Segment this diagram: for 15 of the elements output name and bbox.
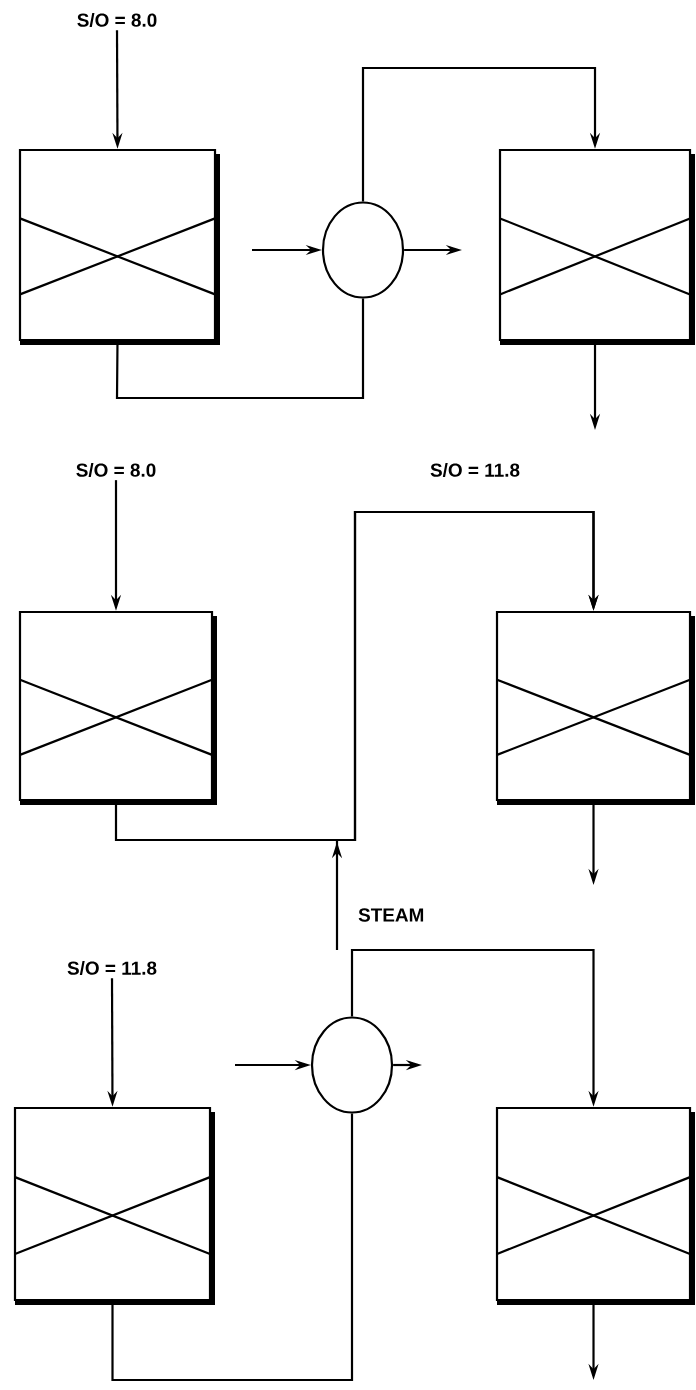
- reactor-drawing: [498, 148, 695, 345]
- flow-arrow: [331, 510, 599, 950]
- edge-label: S/O = 11.8: [428, 460, 522, 480]
- reactor-drawing: [495, 610, 695, 805]
- flow-arrow: [361, 66, 601, 202]
- flow-label: S/O = 8.0: [76, 462, 156, 478]
- flow-label: S/O = 8.0: [77, 12, 157, 28]
- reactor-drawing: [18, 148, 220, 345]
- exchanger-circle: [321, 201, 405, 299]
- reactor-drawing: [18, 610, 217, 805]
- flow-label: STEAM: [358, 908, 424, 922]
- reactor-drawing: [495, 1106, 695, 1305]
- flow-label: S/O = 11.8: [67, 960, 157, 976]
- exchanger-circle: [310, 1016, 394, 1114]
- reactor-drawing: [13, 1106, 215, 1305]
